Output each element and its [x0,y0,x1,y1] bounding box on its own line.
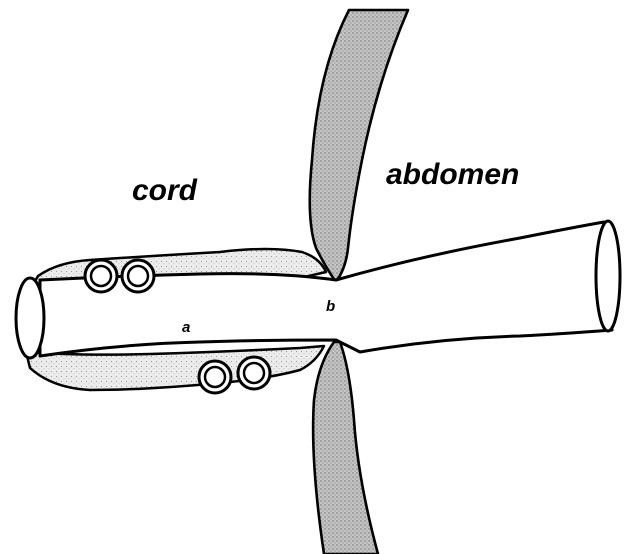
abdominal-wall-lower [313,342,378,554]
label-abdomen: abdomen [386,158,519,191]
tube-opening-left [16,278,44,358]
abdominal-wall-upper [310,10,408,282]
label-b: b [326,298,335,315]
label-a: a [182,319,190,336]
tube-opening-right [596,221,620,331]
label-cord: cord [132,174,198,207]
